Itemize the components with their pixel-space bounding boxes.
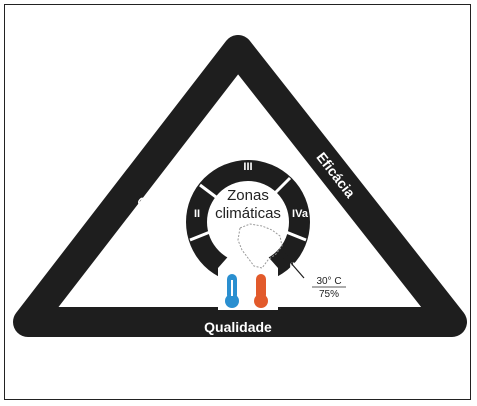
- triangle-outline: [13, 35, 467, 337]
- condition-humidity: 75%: [319, 289, 339, 300]
- brazil-map-icon: [237, 223, 283, 269]
- hot-thermometer-icon: [254, 274, 268, 308]
- zone-ring: [186, 160, 310, 310]
- pointer-arrow-icon: [280, 250, 305, 279]
- zone-label-III: III: [243, 161, 252, 173]
- condition-temperature: 30° C: [316, 276, 341, 287]
- zone-label-IVa: IVa: [292, 208, 309, 220]
- zone-label-II: II: [194, 208, 200, 220]
- cold-thermometer-icon: [225, 274, 239, 308]
- zone-label-I: I: [197, 261, 200, 273]
- side-label-bottom: Qualidade: [204, 319, 272, 335]
- center-title-line1: Zonas: [227, 187, 269, 204]
- center-title-line2: climáticas: [215, 205, 281, 222]
- zone-label-IVb: IVb: [289, 261, 306, 273]
